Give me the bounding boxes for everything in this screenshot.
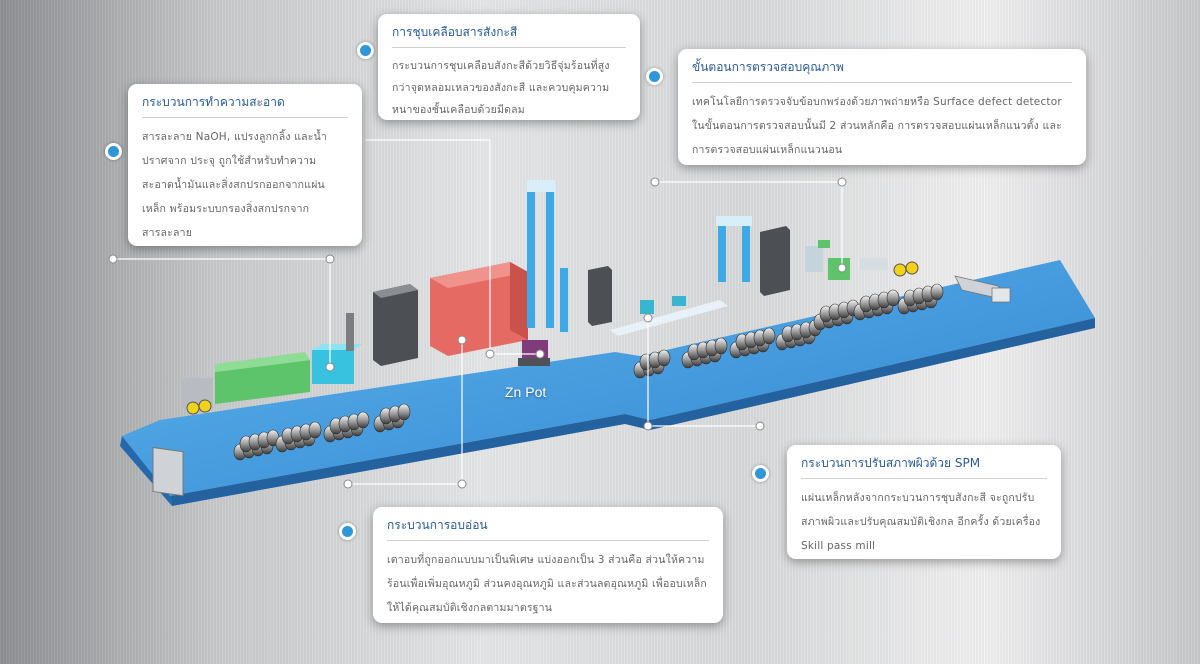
spm-callout-dot[interactable] [752,465,769,482]
spm-card-body: แผ่นเหล็กหลังจากกระบวนการชุบสังกะสี จะถู… [801,492,1041,552]
entry-loader [152,378,213,497]
coating-card: การชุบเคลือบสารสังกะสี กระบวนการชุบเคลือ… [378,14,640,120]
cleaning-card-title: กระบวนการทำความสะอาด [142,93,348,118]
annealing-card-title: กระบวนการอบอ่อน [387,516,709,541]
exit-truck [954,275,1011,303]
annealing-card: กระบวนการอบอ่อน เตาอบที่ถูกออกแบบมาเป็นพ… [373,507,723,623]
inspection-callout-dot[interactable] [646,68,663,85]
steel-coil [762,327,776,345]
steel-coil [397,403,411,421]
cleaning-section [215,313,362,404]
cleaning-card-body: สารละลาย NaOH, แปรงลูกกลิ้ง และน้ำปราศจา… [142,131,327,239]
looper-tower [373,284,418,366]
steel-coil [930,283,944,301]
annealing-callout-dot[interactable] [339,523,356,540]
leader-joints [108,177,847,489]
spm-card: กระบวนการปรับสภาพผิวด้วย SPM แผ่นเหล็กหล… [787,445,1061,559]
mid-line-equipment [610,216,919,336]
annealing-card-body: เตาอบที่ถูกออกแบบมาเป็นพิเศษ แบ่งออกเป็น… [387,554,707,614]
inspection-card-title: ขั้นตอนการตรวจสอบคุณภาพ [692,58,1072,83]
cleaning-callout-dot[interactable] [105,143,122,160]
inspection-card: ขั้นตอนการตรวจสอบคุณภาพ เทคโนโลยีการตรวจ… [678,49,1086,165]
steel-coil [886,289,900,307]
inspection-card-body: เทคโนโลยีการตรวจจับข้อบกพร่องด้วยภาพถ่าย… [692,96,1062,156]
steel-coil [356,411,370,429]
steel-coil [308,421,322,439]
spm-card-title: กระบวนการปรับสภาพผิวด้วย SPM [801,454,1047,479]
annealing-furnace [430,262,528,356]
zn-pot-label: Zn Pot [505,384,547,400]
cleaning-card: กระบวนการทำความสะอาด สารละลาย NaOH, แปรง… [128,84,362,246]
steel-coil [657,349,671,367]
coating-callout-dot[interactable] [357,42,374,59]
steel-coil [714,337,728,355]
coating-card-title: การชุบเคลือบสารสังกะสี [392,23,626,48]
coating-tower [518,180,568,366]
cooling-tower [588,266,612,326]
steel-coils [233,283,944,461]
coating-card-body: กระบวนการชุบเคลือบสังกะสีด้วยวิธีจุ่มร้อ… [392,60,610,116]
